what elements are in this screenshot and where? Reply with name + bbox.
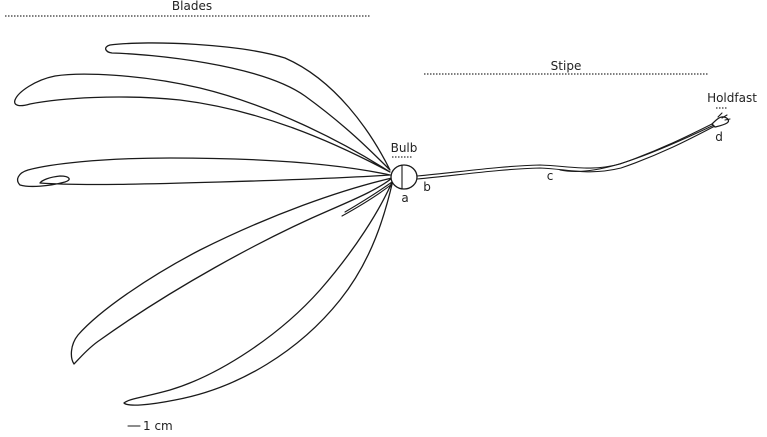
holdfast-body (711, 116, 730, 128)
blades-group (14, 42, 394, 406)
label-stipe: Stipe (551, 59, 582, 73)
stipe-upper-edge (416, 123, 713, 177)
blade-5 (123, 179, 394, 406)
bulb-shape (390, 164, 418, 190)
blade-1 (105, 42, 391, 171)
blade-3 (17, 157, 391, 188)
stipe-inner-line (559, 124, 715, 173)
holdfast-branches (717, 112, 731, 121)
blade-6-short (341, 181, 393, 217)
point-label-c: c (547, 169, 554, 183)
scale-bar-label: 1 cm (143, 419, 173, 433)
label-blades: Blades (172, 0, 212, 13)
blade-4 (70, 177, 393, 365)
blade-2 (14, 73, 391, 173)
label-holdfast: Holdfast (707, 91, 757, 105)
holdfast-shape (711, 112, 731, 128)
point-label-b: b (423, 180, 431, 194)
point-label-a: a (401, 191, 408, 205)
point-label-d: d (715, 130, 723, 144)
label-bulb: Bulb (391, 141, 418, 155)
stipe-group (416, 123, 716, 180)
